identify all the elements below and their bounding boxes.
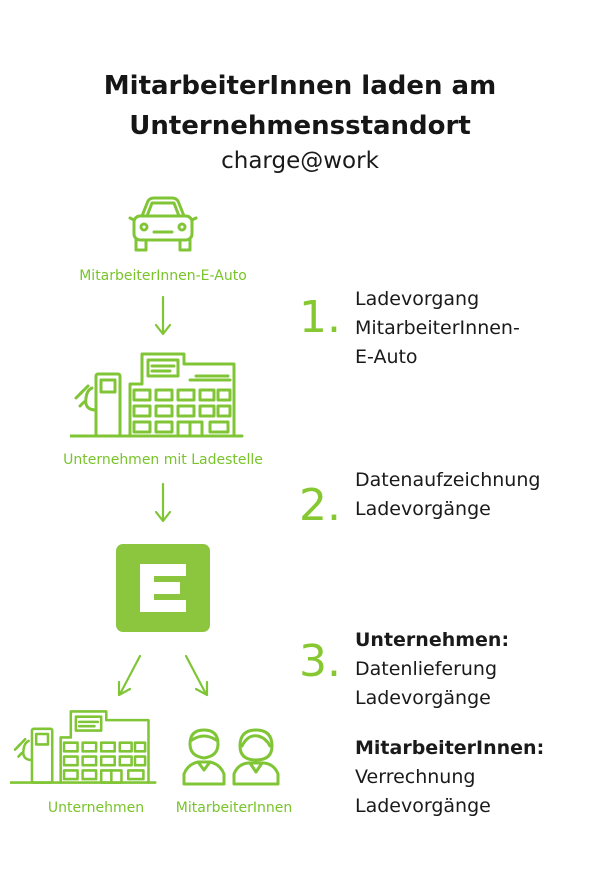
title-line-2: Unternehmensstandort — [129, 111, 471, 141]
arrow-down-right-icon — [180, 652, 216, 700]
bottom-company-label: Unternehmen — [47, 800, 145, 816]
step-2-number: 2. — [299, 480, 341, 531]
step-1-text: Ladevorgang MitarbeiterInnen- E-Auto — [355, 285, 520, 372]
step-3-text: Unternehmen: Datenlieferung Ladevorgänge — [355, 626, 509, 713]
title-line-1: MitarbeiterInnen laden am — [103, 71, 497, 101]
step-3-employees-line-1: Verrechnung — [355, 766, 476, 788]
step-3-company-heading: Unternehmen: — [355, 629, 510, 651]
step-3-number: 3. — [299, 636, 341, 687]
step-2-line-2: Ladevorgänge — [355, 498, 491, 520]
arrow-down-left-icon — [110, 652, 146, 700]
step-1-line-1: Ladevorgang — [355, 288, 480, 310]
bottom-employees-label: MitarbeiterInnen — [175, 800, 293, 816]
step-2-line-1: Datenaufzeichnung — [355, 469, 541, 491]
step-3-company-line-2: Ladevorgänge — [355, 687, 491, 709]
building-charger-icon — [10, 708, 162, 786]
step-3-employees-line-2: Ladevorgänge — [355, 795, 491, 817]
step-3-company-line-1: Datenlieferung — [355, 658, 498, 680]
employees-icon — [182, 726, 282, 786]
subtitle: charge@work — [221, 148, 379, 174]
page-title: MitarbeiterInnen laden am Unternehmensst… — [0, 66, 600, 146]
step-3-employees-text: MitarbeiterInnen: Verrechnung Ladevorgän… — [355, 734, 544, 821]
building-charger-icon — [70, 350, 250, 440]
arrow-down-icon — [153, 295, 173, 337]
energy-logo-icon — [116, 544, 210, 632]
car-label: MitarbeiterInnen-E-Auto — [79, 268, 247, 284]
car-icon — [128, 194, 198, 256]
step-1-number: 1. — [299, 292, 341, 343]
step-3-employees-heading: MitarbeiterInnen: — [355, 737, 545, 759]
company-label: Unternehmen mit Ladestelle — [63, 452, 263, 468]
step-2-text: Datenaufzeichnung Ladevorgänge — [355, 466, 540, 524]
step-1-line-2: MitarbeiterInnen- — [355, 317, 520, 339]
arrow-down-icon — [153, 482, 173, 524]
step-1-line-3: E-Auto — [355, 346, 418, 368]
